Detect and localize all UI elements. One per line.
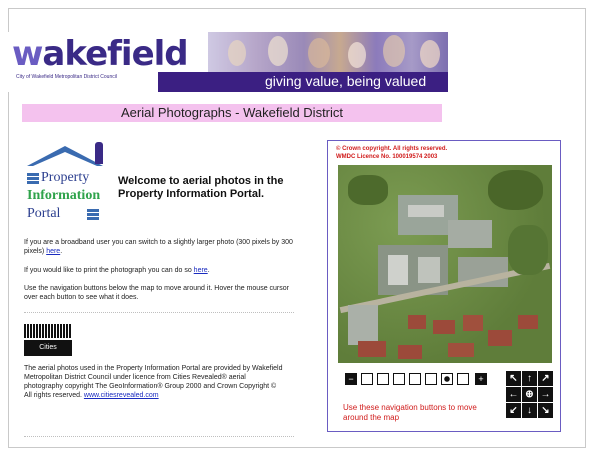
logo-subtitle: City of Wakefield Metropolitan District … [16, 74, 117, 80]
center-map-button[interactable]: ⊕ [522, 387, 537, 402]
house-roof-inner [33, 152, 97, 166]
zoom-in-button[interactable]: + [475, 373, 487, 385]
nav-hint-text: Use these navigation buttons to move aro… [343, 403, 477, 422]
print-text: If you would like to print the photograp… [24, 267, 194, 274]
map-direction-pad: ↖ ↑ ↗ ← ⊕ → ↙ ↓ ↘ [506, 371, 554, 419]
credits-paragraph: The aerial photos used in the Property I… [24, 364, 284, 400]
zoom-level-6-selected[interactable] [441, 373, 453, 385]
zoom-level-1[interactable] [361, 373, 373, 385]
zoom-level-4[interactable] [409, 373, 421, 385]
info-i-icon [95, 142, 103, 164]
property-information-portal-logo: Property Information Portal [25, 142, 109, 226]
broadband-text: If you are a broadband user you can swit… [24, 239, 293, 255]
pin-logo-line1: Property [41, 170, 90, 185]
tagline: giving value, being valued [265, 73, 427, 89]
aerial-photo[interactable] [338, 165, 552, 363]
pan-south-button[interactable]: ↓ [522, 403, 537, 418]
pan-southeast-button[interactable]: ↘ [538, 403, 553, 418]
logo-w: w [12, 34, 43, 74]
broadband-end: . [60, 248, 63, 255]
broadband-paragraph: If you are a broadband user you can swit… [24, 238, 299, 256]
pan-north-button[interactable]: ↑ [522, 371, 537, 386]
logo-wordmark: wakefield [12, 34, 189, 74]
welcome-heading: Welcome to aerial photos in the Property… [118, 175, 284, 200]
credits-text: The aerial photos used in the Property I… [24, 365, 283, 399]
site-header: wakefield City of Wakefield Metropolitan… [8, 32, 448, 92]
window-icon [27, 172, 39, 184]
print-paragraph: If you would like to print the photograp… [24, 266, 299, 275]
map-copyright: © Crown copyright. All rights reserved. … [336, 145, 556, 161]
pan-northeast-button[interactable]: ↗ [538, 371, 553, 386]
nav-help-paragraph: Use the navigation buttons below the map… [24, 285, 289, 301]
pan-east-button[interactable]: → [538, 387, 553, 402]
copyright-line1: © Crown copyright. All rights reserved. [336, 146, 448, 152]
copyright-line2: WMDC Licence No. 100019574 2003 [336, 154, 438, 160]
skyline-icon [24, 324, 72, 338]
zoom-level-2[interactable] [377, 373, 389, 385]
door-icon [87, 208, 99, 220]
zoom-level-7[interactable] [457, 373, 469, 385]
print-end: . [207, 267, 210, 274]
zoom-level-5[interactable] [425, 373, 437, 385]
pan-southwest-button[interactable]: ↙ [506, 403, 521, 418]
page-title: Aerial Photographs - Wakefield District [22, 104, 442, 122]
bottom-divider [24, 436, 294, 437]
print-photo-link[interactable]: here [193, 267, 208, 274]
header-photo-strip [208, 32, 448, 72]
wakefield-logo[interactable]: wakefield City of Wakefield Metropolitan… [8, 32, 208, 92]
cities-revealed-label: Cities Revealed [24, 340, 72, 367]
pin-logo-line2: Information [27, 188, 101, 203]
pin-logo-line3: Portal [27, 206, 61, 221]
pan-northwest-button[interactable]: ↖ [506, 371, 521, 386]
cities-revealed-link[interactable]: www.citiesrevealed.com [83, 392, 159, 399]
header-purple-band [158, 72, 448, 92]
logo-rest: akefield [42, 34, 188, 74]
section-divider [24, 312, 294, 313]
larger-photo-link[interactable]: here [46, 248, 61, 255]
zoom-out-button[interactable]: − [345, 373, 357, 385]
pan-west-button[interactable]: ← [506, 387, 521, 402]
cities-revealed-logo[interactable]: Cities Revealed [24, 324, 72, 367]
zoom-level-3[interactable] [393, 373, 405, 385]
